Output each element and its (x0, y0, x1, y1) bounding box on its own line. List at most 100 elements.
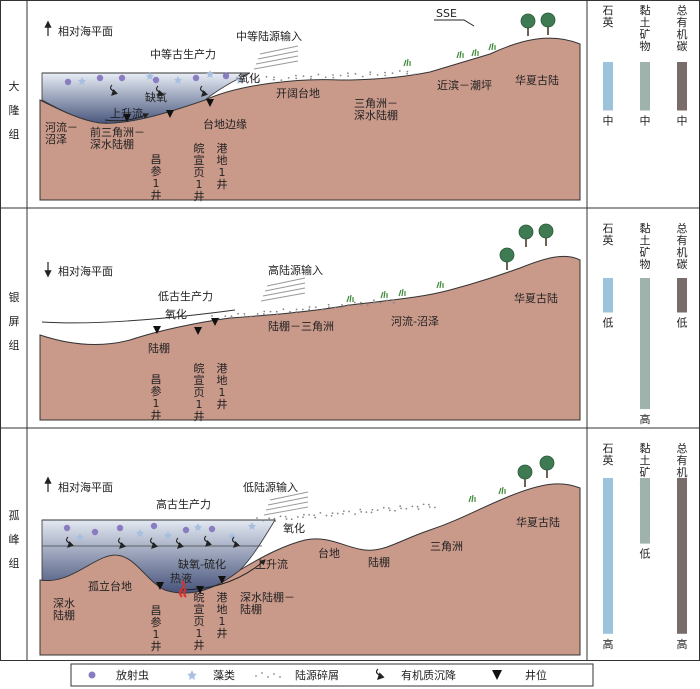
debris-dot (309, 78, 312, 80)
debris-dot (328, 306, 330, 309)
debris-dot (339, 74, 342, 77)
well-triangle (206, 99, 214, 107)
debris-dot (342, 512, 344, 515)
radiolarian-dot (91, 528, 99, 536)
debris-dot (330, 514, 333, 517)
fluvial-swamp-label-line: 河流－ (45, 120, 78, 134)
deep-shelf-right-label: 深水陆棚－陆棚 (240, 590, 295, 616)
column-header-2-char: 机 (677, 245, 688, 259)
debris-dot (406, 72, 409, 75)
direction-label: SSE (436, 7, 457, 20)
algae-star (174, 76, 182, 84)
debris-dot (366, 304, 369, 307)
fluvial-swamp-label: 河流-沼泽 (391, 314, 439, 328)
tree-icon (517, 464, 533, 487)
column-bar-2 (677, 62, 687, 111)
well-triangle (194, 327, 202, 335)
water-body (41, 72, 251, 124)
shelf-label: 陆棚 (148, 341, 170, 355)
column-header-0-char: 石 (603, 442, 614, 455)
well-name-changcan-char: 1 (153, 177, 160, 190)
sea-surface (41, 309, 236, 324)
column-value-label-2: 中 (677, 115, 688, 128)
column-header-0-char: 英 (603, 233, 614, 247)
debris-dot (405, 507, 408, 510)
direction-arrow-icon (434, 19, 475, 27)
column-header-1-char: 土 (640, 234, 651, 247)
terrigenous-input-label: 中等陆源输入 (236, 29, 302, 43)
column-header-1-char: 矿 (640, 246, 651, 259)
column-header-2-char: 有 (677, 453, 688, 467)
debris-dot (290, 518, 293, 521)
column-header-1-char: 矿 (640, 28, 651, 41)
fluvial-swamp-label-line: 沼泽 (45, 132, 67, 146)
debris-dot (275, 310, 278, 313)
column-value-label-2: 高 (677, 637, 688, 651)
debris-dot (285, 518, 288, 520)
formation-label-char: 峰 (9, 533, 20, 546)
terrigenous-input-label: 高陆源输入 (268, 263, 323, 277)
debris-dot (301, 308, 304, 311)
radiolarian-dot (150, 522, 158, 530)
well-name-gangdi-char: 井 (217, 626, 228, 640)
tree-crown (518, 224, 534, 240)
terrigenous-input-arrows (263, 491, 309, 516)
well-name-changcan-char: 1 (153, 397, 160, 410)
debris-dot (427, 503, 430, 506)
debris-dot (327, 303, 330, 306)
sea-level-label: 相对海平面 (58, 24, 113, 38)
debris-dot (257, 80, 260, 83)
anoxic-sulfidic-label: 缺氧-硫化 (178, 557, 226, 571)
debris-dot (360, 510, 363, 513)
debris-dot (237, 312, 240, 315)
productivity-label: 低古生产力 (158, 289, 213, 303)
legend-label-radiolarian: 放射虫 (116, 668, 149, 682)
debris-dot (302, 516, 304, 519)
column-header-0: 石英 (603, 222, 614, 247)
column-header-1-char: 黏 (640, 441, 651, 455)
radiolarian-dot (222, 72, 230, 80)
column-header-0: 石英 (603, 442, 614, 467)
column-header-2-char: 碳 (677, 257, 688, 271)
debris-dot (319, 511, 322, 514)
input-arrow-line (265, 501, 309, 511)
debris-dot (313, 514, 316, 517)
debris-dot (369, 71, 372, 74)
algae-star (228, 532, 236, 540)
input-arrow-line (253, 60, 299, 70)
well-name-wanxuanye-char: 1 (196, 398, 203, 411)
debris-dot (371, 508, 374, 511)
debris-dot (369, 73, 371, 76)
debris-dot (406, 70, 409, 73)
deep-shelf-right-label-line: 陆棚 (240, 602, 262, 616)
grass-icon (380, 290, 388, 299)
well-name-wanxuanye-char: 井 (194, 189, 205, 203)
column-header-2-char: 总 (677, 441, 688, 455)
debris-dot (354, 72, 357, 75)
debris-dot (243, 79, 246, 82)
debris-dot (342, 510, 345, 513)
debris-dot (340, 306, 343, 309)
legend-label-well: 井位 (525, 668, 547, 682)
debris-dot (346, 72, 349, 75)
debris-dot (353, 301, 356, 304)
oxidation-label: 氧化 (165, 307, 187, 321)
debris-dot (331, 512, 334, 515)
debris-dot (295, 311, 298, 313)
organic-settling-arrow-icon (375, 668, 385, 681)
debris-dot (303, 513, 305, 516)
platform-margin-label: 台地边缘 (203, 117, 247, 131)
organic-settling-arrow (65, 536, 75, 548)
column-value-label-0: 高 (603, 637, 614, 651)
well-name-changcan-char: 昌 (151, 153, 162, 166)
debris-dot (289, 310, 291, 313)
debris-dot (308, 306, 311, 308)
organic-settling-arrow (109, 84, 119, 96)
debris-dot (347, 304, 350, 306)
debris-dot (258, 78, 261, 80)
debris-dot (382, 506, 385, 509)
